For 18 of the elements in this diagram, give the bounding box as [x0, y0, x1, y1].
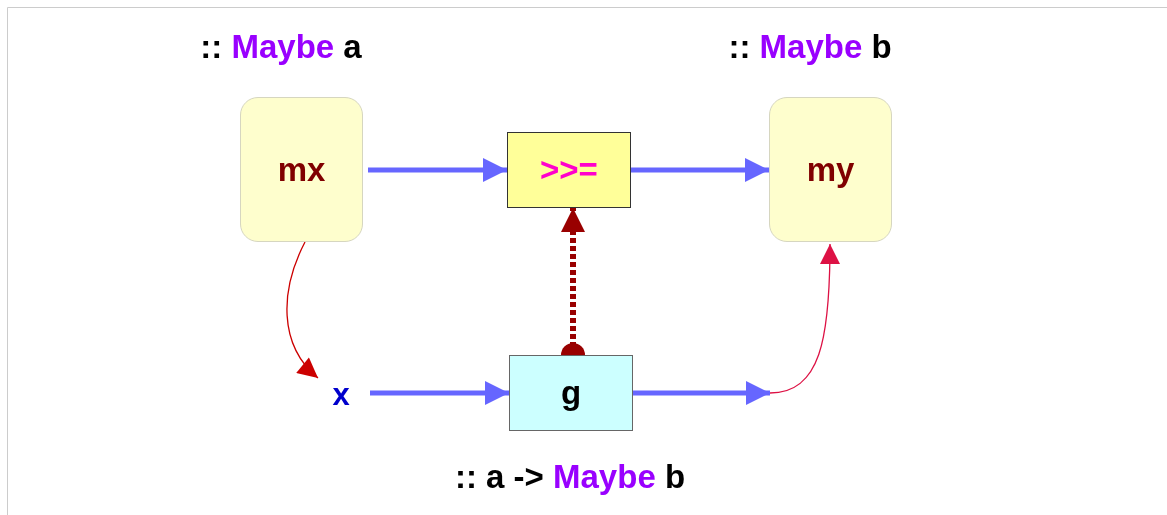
rounded-box — [769, 97, 892, 242]
node-label: my — [806, 150, 855, 189]
arrow — [370, 381, 509, 405]
node-label: mx — [277, 150, 326, 189]
arrow — [631, 158, 769, 182]
curved-arrow — [286, 241, 319, 379]
type-signature: :: Maybe b — [728, 28, 892, 66]
type-signature: :: Maybe a — [200, 28, 362, 66]
node-label: g — [560, 374, 582, 412]
node-label: >>= — [540, 151, 598, 189]
variable-label: x — [332, 377, 350, 413]
curved-arrow — [769, 243, 840, 394]
process-box — [509, 355, 633, 431]
rounded-box — [240, 97, 363, 242]
arrow — [633, 381, 770, 405]
arrow — [368, 158, 507, 182]
process-box — [507, 132, 631, 208]
type-signature: :: a -> Maybe b — [454, 458, 686, 496]
